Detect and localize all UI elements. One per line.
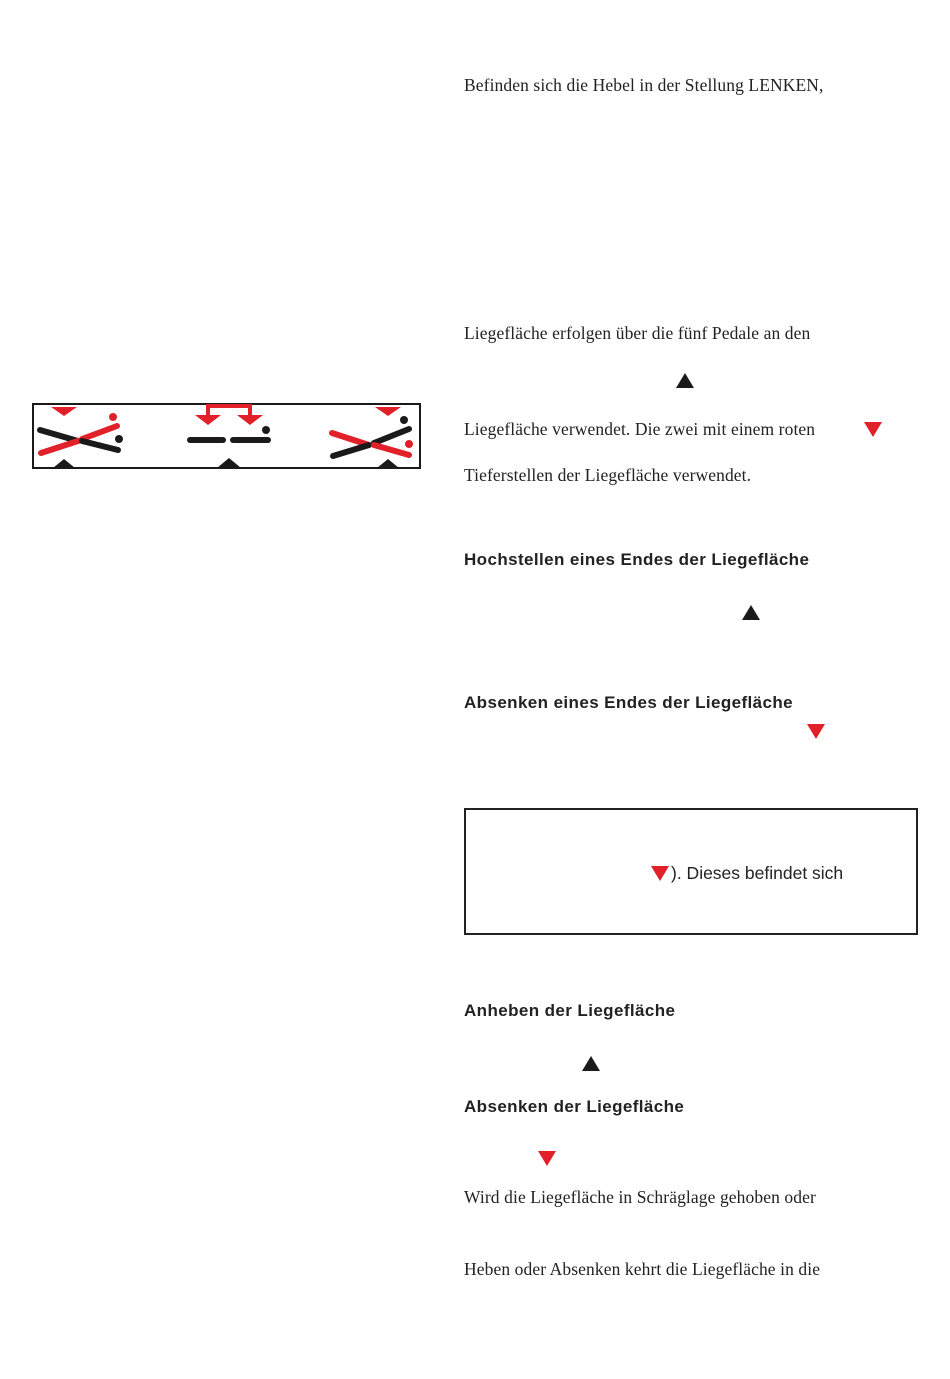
section-heading: Anheben der Liegefläche [464,1001,676,1020]
pedal-function-diagram [32,403,421,469]
black-up-triangle-icon [582,1056,600,1071]
tilt-right-symbol [329,407,413,468]
tilt-left-symbol [37,407,123,468]
body-text: Liegefläche erfolgen über die fünf Pedal… [464,323,811,343]
body-text: Liegefläche verwendet. Die zwei mit eine… [464,419,816,439]
black-up-triangle-icon [53,459,75,468]
black-up-triangle-icon [377,459,399,468]
height-symbol [187,404,271,468]
section-heading: Absenken eines Endes der Liegefläche [464,693,794,712]
section-heading: Hochstellen eines Endes der Liegefläche [464,550,810,569]
black-up-triangle-icon [676,373,694,388]
red-down-triangle-icon [375,407,401,416]
body-text: Befinden sich die Hebel in der Stellung … [464,75,824,95]
red-down-triangle-icon [864,422,882,437]
red-down-triangle-icon [51,407,77,416]
red-down-triangle-icon [651,866,669,881]
body-text: Heben oder Absenken kehrt die Liegefläch… [464,1259,821,1279]
red-down-triangle-icon [807,724,825,739]
note-box: ). Dieses befindet sich [464,808,918,935]
body-text: Wird die Liegefläche in Schräglage gehob… [464,1187,816,1207]
section-heading: Absenken der Liegefläche [464,1097,685,1116]
red-down-triangle-icon [538,1151,556,1166]
black-up-triangle-icon [742,605,760,620]
black-up-triangle-icon [217,458,241,468]
note-text: ). Dieses befindet sich [671,863,844,883]
body-text: Tieferstellen der Liegefläche verwendet. [464,465,752,485]
